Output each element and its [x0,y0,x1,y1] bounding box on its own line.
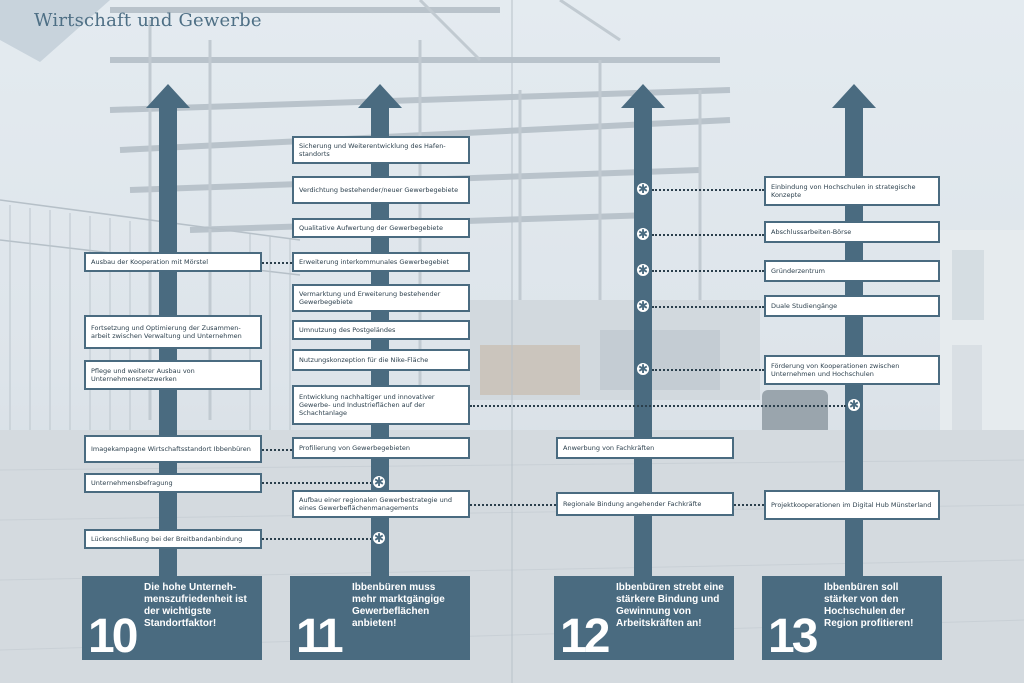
goal-statement: Ibbenbüren soll stärker von den Hochschu… [824,582,914,629]
star-marker-icon: ✱ [371,530,387,546]
connector-breitband [262,538,372,540]
goal-number: 13 [768,610,818,660]
measure-box: Abschlussarbeiten-Börse [764,221,940,243]
goal-11-panel: 11 Ibbenbüren muss mehr marktgängige Gew… [290,576,470,660]
measure-box: Imagekampagne Wirtschaftsstandort Ibbenb… [84,435,262,463]
measure-box: Förderung von Kooperationen zwischen Unt… [764,355,940,385]
connector-gruenderzentrum [652,270,764,272]
arrow-head [146,84,190,108]
connector-regionale-bindung [734,504,764,506]
measure-box: Aufbau einer regionalen Gewerbestrategie… [292,490,470,518]
measure-box: Gründerzentrum [764,260,940,282]
star-marker-icon: ✱ [635,361,651,377]
measure-box: Projektkooperationen im Digital Hub Müns… [764,490,940,520]
goal-number: 11 [296,610,344,660]
star-marker-icon: ✱ [635,226,651,242]
connector-imagekampagne [262,449,292,451]
arrow-head [621,84,665,108]
star-marker-icon: ✱ [635,181,651,197]
connector-abschlussarbeiten [652,234,764,236]
measure-box: Vermarktung und Erweiterung bestehender … [292,284,470,312]
connector-duale-studiengaenge [652,306,764,308]
measure-box: Profilierung von Gewerbegebieten [292,437,470,459]
connector-schachtanlage [470,405,846,407]
measure-box: Qualitative Aufwertung der Gewerbegebiet… [292,218,470,238]
star-marker-icon: ✱ [371,474,387,490]
page-title: Wirtschaft und Gewerbe [34,10,262,31]
star-marker-icon: ✱ [635,298,651,314]
measure-box: Verdichtung bestehender/neuer Gewerbegeb… [292,176,470,204]
measure-box: Erweiterung interkommunales Gewerbegebie… [292,252,470,272]
measure-box: Sicherung und Weiterentwicklung des Hafe… [292,136,470,164]
goal-number: 10 [88,610,138,660]
measure-box: Duale Studiengänge [764,295,940,317]
goal-number: 12 [560,610,610,660]
star-marker-icon: ✱ [635,262,651,278]
measure-box: Nutzungskonzeption für die Nike-Fläche [292,349,470,371]
connector-gewerbestrategie [470,504,556,506]
arrow-head [832,84,876,108]
measure-box: Einbindung von Hochschulen in strategisc… [764,176,940,206]
goal-12-arrow [599,84,687,580]
measure-box: Pflege und weiterer Ausbau von Unternehm… [84,360,262,390]
connector-kooperation-moerstel [262,262,292,264]
star-marker-icon: ✱ [846,397,862,413]
connector-hochschulen-konzepte [652,189,764,191]
arrow-head [358,84,402,108]
measure-box: Regionale Bindung angehender Fachkräfte [556,492,734,516]
connector-unternehmensbefragung [262,482,372,484]
measure-box: Fortsetzung und Optimierung der Zusammen… [84,315,262,349]
measure-box: Lückenschließung bei der Breitbandanbind… [84,529,262,549]
measure-box: Ausbau der Kooperation mit Mörstel [84,252,262,272]
measure-box: Umnutzung des Postgeländes [292,320,470,340]
measure-box: Unternehmensbefragung [84,473,262,493]
measure-box: Entwicklung nachhaltiger und innovativer… [292,385,470,425]
goal-12-panel: 12 Ibbenbüren strebt eine stärkere Bindu… [554,576,734,660]
goal-10-panel: 10 Die hohe Unterneh-menszufriedenheit i… [82,576,262,660]
goal-statement: Die hohe Unterneh-menszufriedenheit ist … [144,582,247,629]
measure-box: Anwerbung von Fachkräften [556,437,734,459]
goal-statement: Ibbenbüren strebt eine stärkere Bindung … [616,582,724,629]
connector-kooperationen-hochschulen [652,369,764,371]
goal-statement: Ibbenbüren muss mehr marktgängige Gewerb… [352,582,445,629]
goal-13-panel: 13 Ibbenbüren soll stärker von den Hochs… [762,576,942,660]
